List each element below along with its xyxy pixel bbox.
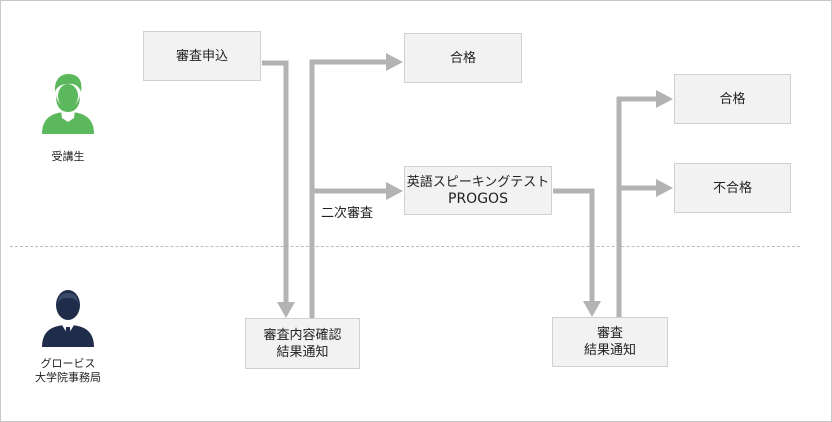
office-person-icon: [42, 290, 94, 347]
fail-right-box-label: 不合格: [712, 180, 752, 196]
office-label-line1: グロービス: [40, 357, 96, 370]
review-notice-box: 審査内容確認 結果通知: [245, 318, 360, 369]
arrow-result-to-pass: [616, 96, 658, 318]
student-label: 受講生: [51, 150, 85, 163]
arrow-speaking-test-to-result: [553, 188, 595, 305]
pass-right-box-label: 合格: [719, 91, 746, 107]
speaking-test-box: 英語スピーキングテスト PROGOS: [404, 166, 552, 215]
result-notice-line1: 審査: [596, 326, 623, 341]
arrowhead-fail-right: [656, 179, 673, 197]
arrowhead-speaking-test: [386, 182, 403, 200]
pass-right-box: 合格: [674, 74, 791, 124]
fail-right-box: 不合格: [674, 163, 791, 213]
arrow-application-to-review: [262, 60, 289, 306]
arrowhead-pass-top: [386, 53, 403, 71]
office-label: グロービス 大学院事務局: [28, 357, 108, 385]
office-label-line2: 大学院事務局: [35, 371, 101, 384]
speaking-test-line1: 英語スピーキングテスト: [406, 174, 550, 190]
lane-divider: [10, 246, 800, 247]
speaking-test-line2: PROGOS: [448, 190, 508, 207]
second-review-label: 二次審査: [321, 206, 374, 221]
arrow-review-to-pass: [309, 59, 388, 318]
review-notice-line1: 審査内容確認: [263, 327, 342, 343]
application-box-label: 審査申込: [175, 48, 228, 64]
review-notice-line2: 結果通知: [276, 344, 329, 360]
result-notice-line2: 結果通知: [583, 343, 636, 358]
pass-top-box: 合格: [404, 33, 522, 83]
arrowhead-pass-right: [656, 90, 673, 108]
application-box: 審査申込: [143, 31, 261, 81]
pass-top-box-label: 合格: [449, 50, 476, 66]
arrowhead-result: [583, 301, 601, 317]
result-notice-box: 審査 結果通知: [552, 317, 668, 367]
student-person-icon: [42, 74, 94, 134]
arrowhead-review: [277, 302, 295, 318]
